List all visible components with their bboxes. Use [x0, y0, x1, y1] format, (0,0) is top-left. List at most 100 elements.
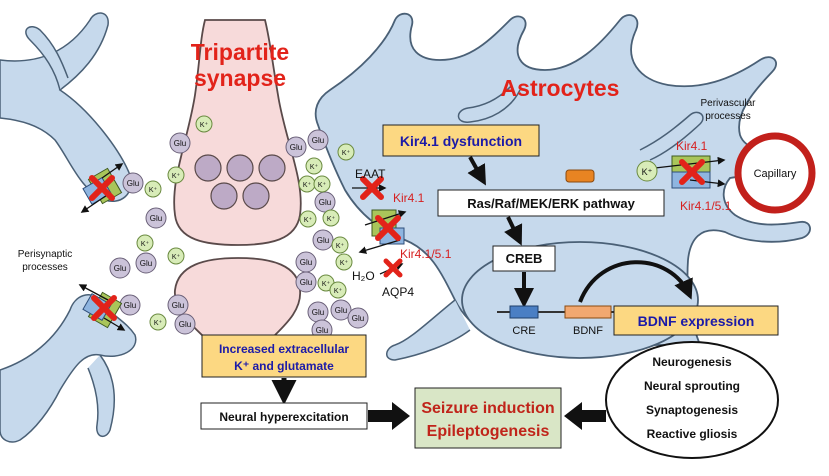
glu-molecule-label: Glu: [114, 264, 126, 273]
glu-molecule-label: Glu: [335, 306, 347, 315]
kplus-ion: K⁺: [335, 253, 353, 271]
kplus-ion: K⁺: [305, 157, 323, 175]
kplus-ion-label: K⁺: [327, 216, 336, 223]
capillary: Capillary: [734, 132, 816, 214]
title-tripartite: Tripartite: [191, 39, 289, 65]
glu-molecule-label: Glu: [319, 198, 331, 207]
synaptic-vesicle: [226, 154, 254, 182]
left-astrocyte-upper: [0, 12, 132, 202]
kplus-ion: K⁺: [136, 234, 154, 252]
seizure-text-line2: Epileptogenesis: [427, 423, 550, 440]
glu-molecule: Glu: [122, 172, 144, 194]
kplus-perivascular: K⁺: [636, 160, 658, 182]
glu-molecule: Glu: [145, 207, 167, 229]
presynaptic-terminal: [173, 19, 302, 246]
glu-molecule-label: Glu: [316, 326, 328, 335]
title-astrocytes: Astrocytes: [501, 75, 620, 101]
increased-extracellular-box: Increased extracellular K⁺ and glutamate: [201, 334, 367, 378]
kplus-ion-label: K⁺: [340, 260, 349, 267]
pathway-box: Ras/Raf/MEK/ERK pathway: [437, 189, 665, 217]
label-eaat: EAAT: [355, 167, 386, 181]
glu-molecule-label: Glu: [300, 278, 312, 287]
glu-molecule: Glu: [307, 129, 329, 151]
kplus-ion-label: K⁺: [304, 217, 313, 224]
glu-molecule: Glu: [347, 307, 369, 329]
hyperexcitation-box: Neural hyperexcitation: [200, 402, 368, 430]
block-x-icon: [375, 215, 401, 241]
glu-molecule: Glu: [169, 132, 191, 154]
block-x-icon: [91, 295, 117, 321]
glu-molecule: Glu: [167, 294, 189, 316]
outcome-item: Neurogenesis: [652, 355, 732, 369]
kplus-ion: K⁺: [298, 175, 316, 193]
kplus-ion-label: K⁺: [336, 243, 345, 250]
hyperexcitation-text: Neural hyperexcitation: [219, 410, 348, 424]
bdnf-gene: [564, 305, 612, 319]
kplus-ion: K⁺: [149, 313, 167, 331]
glu-molecule: Glu: [312, 229, 334, 251]
kplus-ion: K⁺: [144, 180, 162, 198]
title-synapse: synapse: [194, 65, 286, 91]
label-perivascular-processes: processes: [705, 111, 751, 122]
left-astrocyte-lower: [0, 294, 137, 443]
perisynaptic-channel-lower: [78, 284, 126, 331]
label-h2o: H₂O: [352, 269, 375, 283]
label-perivascular: Perivascular: [700, 98, 756, 109]
block-x-icon: [679, 159, 705, 185]
arrow-hyperexcitation-to-seizure: [368, 402, 410, 430]
increased-text-line2: K⁺ and glutamate: [234, 359, 334, 373]
glu-molecule: Glu: [330, 299, 352, 321]
gene-strand: CRE BDNF: [497, 305, 625, 337]
block-x-icon: [383, 258, 403, 278]
creb-text: CREB: [506, 251, 543, 266]
aqp4-channel: [379, 258, 404, 278]
bdnf-expression-box: BDNF expression: [613, 305, 779, 336]
glu-molecule-label: Glu: [290, 143, 302, 152]
glu-molecule: Glu: [135, 252, 157, 274]
kplus-ion: K⁺: [195, 115, 213, 133]
outcome-item: Neural sprouting: [644, 379, 740, 393]
glu-molecule-label: Glu: [352, 314, 364, 323]
kplus-ion-label: K⁺: [200, 122, 209, 129]
astrocyte-body: [314, 12, 811, 361]
glu-molecule: Glu: [285, 136, 307, 158]
glu-molecule-label: Glu: [312, 136, 324, 145]
kplus-ion: K⁺: [329, 281, 347, 299]
kplus-ion-label: K⁺: [318, 182, 327, 189]
creb-box: CREB: [492, 245, 556, 272]
kplus-ion: K⁺: [337, 143, 355, 161]
glu-molecule-label: Glu: [174, 139, 186, 148]
glu-molecule: Glu: [295, 251, 317, 273]
synaptic-vesicle: [210, 182, 238, 210]
label-kir41-perivascular: Kir4.1: [676, 139, 708, 153]
kplus-ion: K⁺: [322, 209, 340, 227]
kplus-ion-label: K⁺: [172, 254, 181, 261]
eaat-transporter: [352, 176, 387, 200]
glu-molecule: Glu: [174, 313, 196, 335]
glu-molecule: Glu: [314, 191, 336, 213]
label-perisynaptic: Perisynaptic: [18, 249, 72, 260]
label-aqp4: AQP4: [382, 285, 414, 299]
label-kir41-synaptic: Kir4.1: [393, 191, 425, 205]
cre-label: CRE: [512, 325, 535, 337]
glu-molecule-label: Glu: [172, 301, 184, 310]
kplus-ion-label: K⁺: [322, 281, 331, 288]
glu-molecule-label: Glu: [150, 214, 162, 223]
pathway-text: Ras/Raf/MEK/ERK pathway: [467, 196, 635, 211]
kplus-ion-label: K⁺: [310, 164, 319, 171]
arrow-gene-to-bdnf-expression: [578, 260, 693, 303]
outcomes-ellipse: Neurogenesis Neural sprouting Synaptogen…: [605, 341, 779, 459]
glu-molecule-label: Glu: [124, 301, 136, 310]
outcome-item: Reactive gliosis: [647, 427, 738, 441]
glu-molecule: Glu: [119, 294, 141, 316]
synaptic-vesicle: [194, 154, 222, 182]
glu-molecule: Glu: [307, 301, 329, 323]
receptor-icon: [565, 169, 595, 183]
synaptic-vesicle: [258, 154, 286, 182]
capillary-label: Capillary: [754, 168, 797, 180]
kplus-ion-label: K⁺: [149, 187, 158, 194]
seizure-text-line1: Seizure induction: [421, 400, 554, 417]
